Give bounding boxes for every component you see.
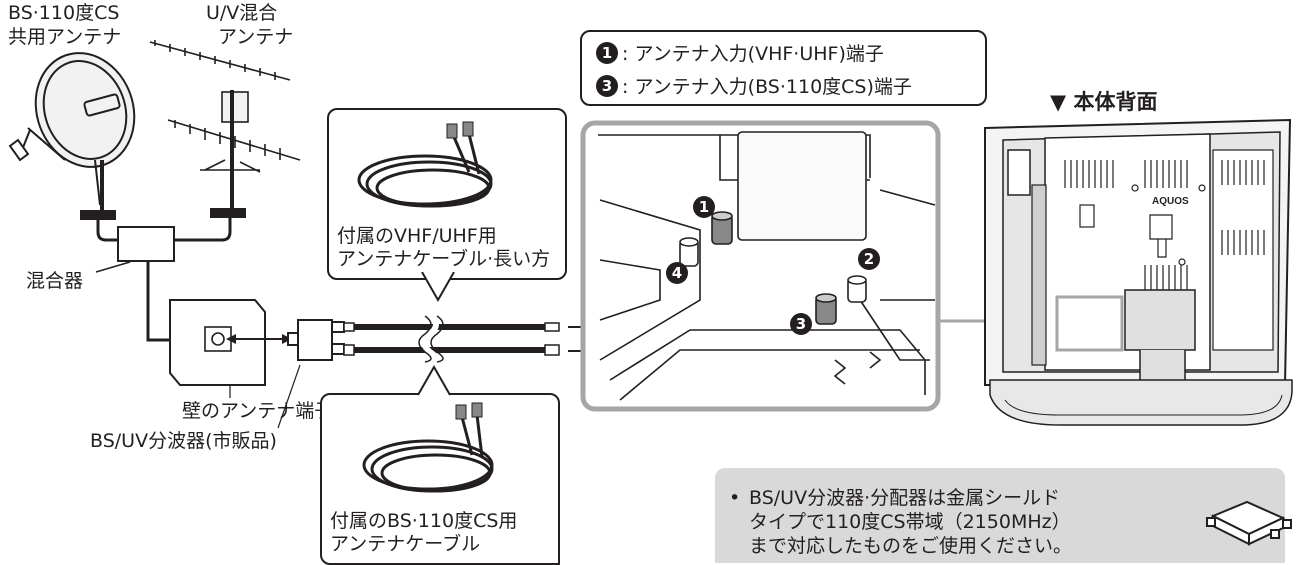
rear-view-heading: ▼ 本体背面 [1050, 90, 1158, 114]
legend-row-3: 3 : アンテナ入力(BS·110度CS)端子 [596, 72, 912, 99]
terminal-legend: 1 : アンテナ入力(VHF·UHF)端子 3 : アンテナ入力(BS·110度… [580, 30, 987, 106]
legend-row-1: 1 : アンテナ入力(VHF·UHF)端子 [596, 39, 884, 66]
note-box: • BS/UV分波器·分配器は金属シールド タイプで110度CS帯域（2150M… [715, 468, 1285, 563]
tv-rear [984, 118, 1293, 426]
note-line-2: タイプで110度CS帯域（2150MHz） [749, 511, 1071, 533]
bs-box-pointer [417, 365, 451, 397]
bs-cable-box: 付属のBS·110度CS用 アンテナケーブル [320, 393, 560, 565]
legend-text-1: : アンテナ入力(VHF·UHF)端子 [622, 43, 884, 65]
coiled-cable-icon [362, 402, 494, 493]
bs-cable-label-line1: 付属のBS·110度CS用 [330, 510, 518, 532]
mixer-label: 混合器 [26, 270, 84, 292]
vhf-uhf-cable-box: 付属のVHF/UHF用 アンテナケーブル·長い方 [327, 108, 567, 280]
wall-terminal-label: 壁のアンテナ端子 [182, 400, 334, 422]
bs-antenna-label-line1: BS·110度CS [8, 2, 120, 24]
bs-cable-label-line2: アンテナケーブル [330, 533, 481, 555]
note-line-1: BS/UV分波器·分配器は金属シールド [749, 487, 1061, 509]
bs-cable-line [343, 344, 560, 356]
uv-antenna-label-line1: U/V混合 [206, 2, 278, 24]
bs-dish-antenna [8, 52, 136, 210]
uv-mount-clamp [210, 208, 246, 218]
callout-1: 1 [693, 196, 715, 218]
splitter-device-icon [1206, 500, 1292, 546]
brand-logo: AQUOS [1152, 196, 1189, 207]
dish-mount-clamp [80, 210, 116, 220]
antenna-cables [96, 218, 232, 342]
legend-number-1: 1 [596, 41, 618, 64]
bs-antenna-label-line2: 共用アンテナ [8, 26, 122, 48]
mixer-device [117, 226, 175, 262]
vhf-box-pointer [421, 272, 455, 303]
callout-2: 2 [858, 248, 880, 270]
wall-outlet [169, 299, 266, 386]
vhf-cable-label-line2: アンテナケーブル·長い方 [337, 248, 551, 270]
note-line-3: まで対応したものをご使用ください。 [749, 535, 1073, 557]
vhf-cable-line [343, 322, 560, 332]
callout-4: 4 [666, 262, 688, 284]
splitter-label: BS/UV分波器(市販品) [90, 430, 277, 452]
vhf-cable-label-line1: 付属のVHF/UHF用 [337, 225, 497, 247]
coiled-cable-icon [357, 121, 493, 208]
legend-text-3: : アンテナ入力(BS·110度CS)端子 [622, 76, 912, 98]
uv-antenna-label-line2: アンテナ [218, 26, 294, 48]
note-bullet: • [729, 487, 741, 509]
callout-3: 3 [790, 313, 812, 335]
bs-uv-splitter [287, 319, 345, 361]
terminal-panel [580, 120, 941, 412]
uv-antenna [149, 40, 301, 210]
legend-number-3: 3 [596, 74, 618, 97]
